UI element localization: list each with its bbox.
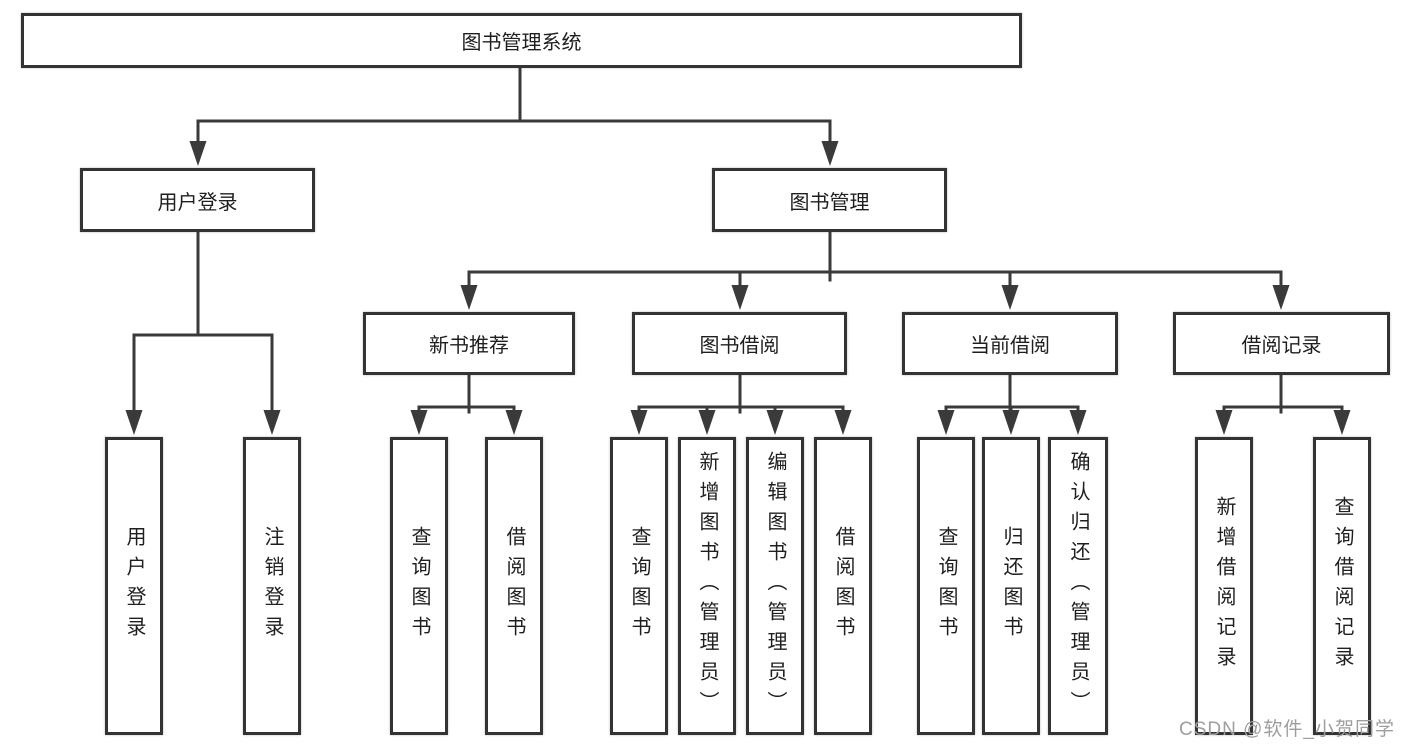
leaf-record-add-borrow-record: 新增借阅记录 [1195, 437, 1253, 735]
leaf-user-login: 用户登录 [105, 437, 163, 735]
leaf-user-login-label: 用户登录 [123, 526, 145, 646]
leaf-current-confirm-return-admin: 确认归还（管理员） [1048, 437, 1108, 735]
leaf-record-query-borrow-record-label: 查询借阅记录 [1331, 496, 1353, 676]
node-book-management: 图书管理 [712, 168, 947, 232]
node-user-login: 用户登录 [80, 168, 315, 232]
node-book-management-system-label: 图书管理系统 [461, 32, 582, 54]
leaf-current-query-books-label: 查询图书 [935, 526, 957, 646]
leaf-borrow-query-books: 查询图书 [610, 437, 668, 735]
leaf-current-return-books-label: 归还图书 [1000, 526, 1022, 646]
leaf-borrow-edit-books-admin: 编辑图书（管理员） [746, 437, 804, 735]
leaf-borrow-add-books-admin-label: 新增图书（管理员） [696, 451, 718, 721]
connector-book-management-to-level3 [460, 230, 1290, 310]
watermark: CSDN @软件_小贺同学 [1179, 719, 1395, 740]
leaf-borrow-edit-books-admin-label: 编辑图书（管理员） [764, 451, 786, 721]
leaf-newbook-borrow-books-label: 借阅图书 [503, 526, 525, 646]
node-new-book-recommend-label: 新书推荐 [429, 335, 509, 357]
leaf-borrow-query-books-label: 查询图书 [628, 526, 650, 646]
node-new-book-recommend: 新书推荐 [363, 312, 575, 375]
connector-user-login-to-leaves [125, 230, 281, 435]
leaf-current-return-books: 归还图书 [982, 437, 1040, 735]
leaf-logout: 注销登录 [243, 437, 301, 735]
leaf-logout-label: 注销登录 [261, 526, 283, 646]
leaf-newbook-query-books-label: 查询图书 [408, 526, 430, 646]
node-borrowing-records-label: 借阅记录 [1241, 335, 1322, 357]
leaf-newbook-query-books: 查询图书 [390, 437, 448, 735]
leaf-current-query-books: 查询图书 [917, 437, 975, 735]
node-book-management-label: 图书管理 [789, 191, 870, 214]
node-book-borrowing-label: 图书借阅 [699, 335, 780, 357]
node-borrowing-records: 借阅记录 [1173, 312, 1390, 375]
connector-current-borrow-group [937, 373, 1087, 435]
leaf-record-add-borrow-record-label: 新增借阅记录 [1213, 496, 1235, 676]
leaf-borrow-borrow-books-label: 借阅图书 [832, 526, 854, 646]
connector-new-book-group [410, 373, 523, 435]
connector-root-to-level2 [189, 66, 839, 166]
node-user-login-label: 用户登录 [157, 191, 238, 214]
leaf-record-query-borrow-record: 查询借阅记录 [1313, 437, 1371, 735]
connector-book-borrow-group [630, 373, 852, 435]
connector-borrow-record-group [1215, 373, 1351, 435]
node-book-management-system: 图书管理系统 [21, 13, 1022, 68]
leaf-newbook-borrow-books: 借阅图书 [485, 437, 543, 735]
leaf-borrow-borrow-books: 借阅图书 [814, 437, 872, 735]
node-book-borrowing: 图书借阅 [632, 312, 847, 375]
leaf-borrow-add-books-admin: 新增图书（管理员） [678, 437, 736, 735]
leaf-current-confirm-return-admin-label: 确认归还（管理员） [1067, 451, 1089, 721]
node-current-borrowing-label: 当前借阅 [970, 335, 1050, 357]
node-current-borrowing: 当前借阅 [902, 312, 1118, 375]
